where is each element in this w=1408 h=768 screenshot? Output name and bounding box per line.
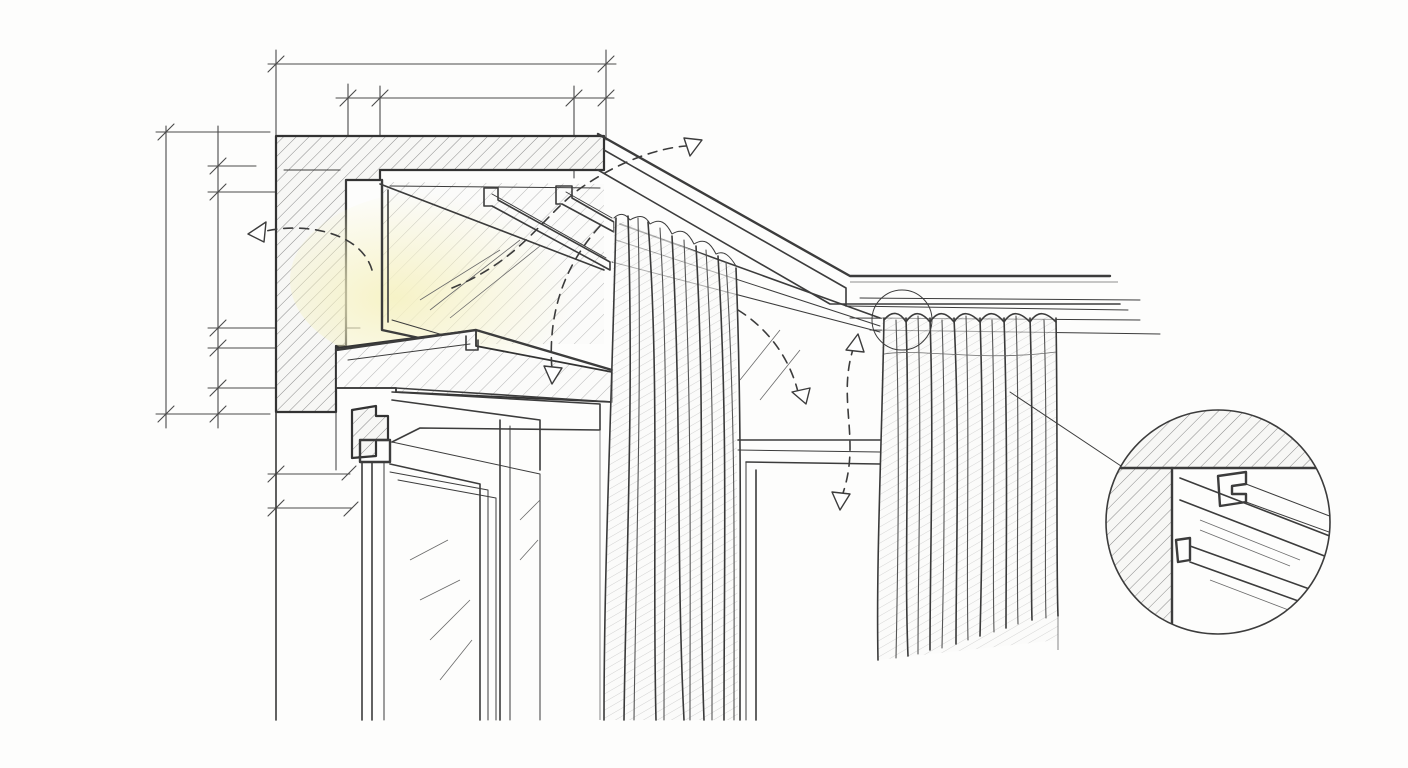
arrow-left-head <box>247 221 267 243</box>
curtain-left <box>603 213 742 721</box>
arrow-up-right-head <box>683 137 703 157</box>
window-frame-left <box>350 391 601 721</box>
curtain-right <box>876 312 1059 661</box>
arrow-vertical-bottom-head <box>831 491 851 511</box>
wall-lines <box>275 411 1059 721</box>
arrow-up-right <box>451 145 687 289</box>
window-frame-middle <box>737 329 881 721</box>
pelmet-fascia <box>334 328 614 403</box>
arrow-down-head <box>543 365 563 385</box>
arrow-down-right <box>737 309 799 393</box>
pelmet-cove <box>290 178 605 370</box>
airflow-arrows <box>247 137 865 511</box>
arrow-vertical-top-head <box>845 333 865 353</box>
detail-callout <box>1105 409 1331 635</box>
detail-marker-circle <box>871 289 933 351</box>
arrow-down <box>550 225 601 371</box>
arrow-vertical <box>841 345 855 497</box>
detail-leader-line <box>1009 391 1125 469</box>
arrow-down-right-head <box>791 387 811 405</box>
arrow-left-out <box>261 227 373 271</box>
